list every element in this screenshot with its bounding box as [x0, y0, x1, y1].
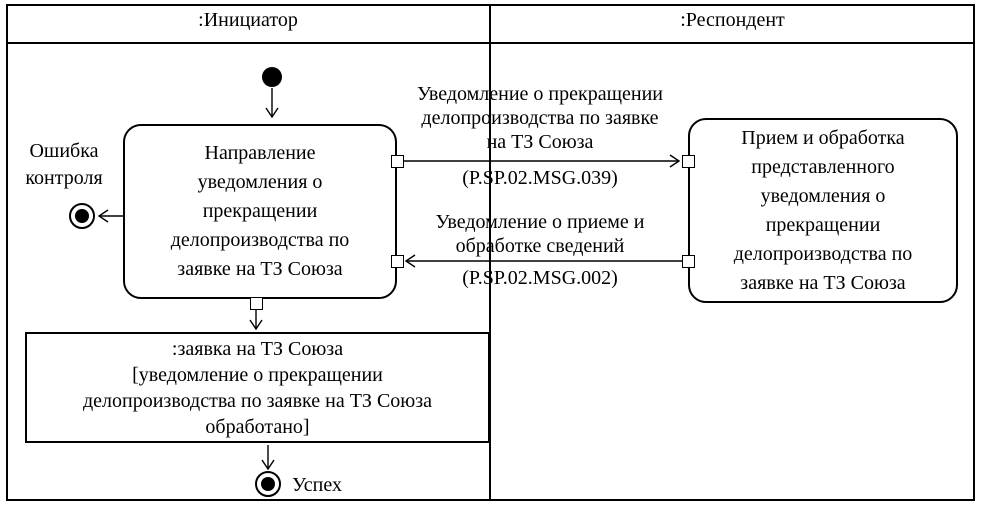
action-text-line: представленного: [751, 155, 895, 178]
reply-port-out-icon: [682, 255, 695, 268]
final-node-dot-icon: [75, 209, 89, 223]
error-label-line: контроля: [25, 167, 103, 189]
action-text-line: заявке на ТЗ Союза: [177, 258, 343, 280]
final-node-dot-icon: [261, 477, 275, 491]
message-send-code: (P.SP.02.MSG.039): [462, 167, 618, 189]
error-label-line: Ошибка: [29, 140, 99, 162]
action-receive-notification: Прием и обработка представленного уведом…: [688, 118, 958, 303]
message-label-line: на ТЗ Союза: [486, 131, 594, 153]
error-final-node-icon: [69, 203, 95, 229]
action-text-line: делопроизводства по: [733, 242, 913, 265]
message-label-line: обработке сведений: [455, 235, 625, 257]
action-receive-text: Прием и обработка представленного уведом…: [734, 124, 913, 298]
object-node-application: :заявка на ТЗ Союза [уведомление о прекр…: [25, 332, 490, 443]
message-label-line: делопроизводства по заявке: [421, 107, 659, 129]
error-final-label: Ошибка контроля: [8, 138, 120, 192]
message-reply-code: (P.SP.02.MSG.002): [462, 267, 618, 289]
swimlane-header-respondent: :Респондент: [680, 9, 785, 31]
success-final-label: Успех: [292, 474, 342, 496]
object-flow-port-icon: [250, 297, 263, 310]
message-label-line: Уведомление о прекращении: [417, 83, 663, 105]
swimlane-header-separator: [6, 42, 975, 44]
object-text-line: обработано]: [205, 415, 310, 438]
action-send-text: Направление уведомления о прекращении де…: [171, 139, 350, 284]
receive-port-in-icon: [682, 155, 695, 168]
object-text-line: [уведомление о прекращении: [132, 363, 383, 386]
object-text-line: делопроизводства по заявке на ТЗ Союза: [82, 389, 432, 412]
object-text-line: :заявка на ТЗ Союза: [171, 337, 344, 360]
action-text-line: заявке на ТЗ Союза: [740, 271, 906, 294]
action-text-line: уведомления о: [760, 184, 886, 207]
message-label-line: Уведомление о приеме и: [435, 211, 645, 233]
action-text-line: уведомления о: [197, 171, 323, 193]
message-reply-label: Уведомление о приеме и обработке сведени…: [398, 210, 682, 258]
action-send-notification: Направление уведомления о прекращении де…: [123, 124, 397, 299]
action-text-line: Направление: [204, 142, 316, 164]
send-port-out-icon: [391, 155, 404, 168]
action-text-line: прекращении: [765, 213, 881, 236]
message-send-label: Уведомление о прекращении делопроизводст…: [398, 82, 682, 154]
reply-port-in-icon: [391, 255, 404, 268]
swimlane-header-initiator: :Инициатор: [198, 9, 298, 31]
initial-node-icon: [262, 67, 282, 87]
success-final-node-icon: [255, 471, 281, 497]
action-text-line: Прием и обработка: [741, 126, 905, 149]
action-text-line: прекращении: [202, 200, 318, 222]
action-text-line: делопроизводства по: [170, 229, 350, 251]
swimlane-divider: [489, 4, 491, 501]
